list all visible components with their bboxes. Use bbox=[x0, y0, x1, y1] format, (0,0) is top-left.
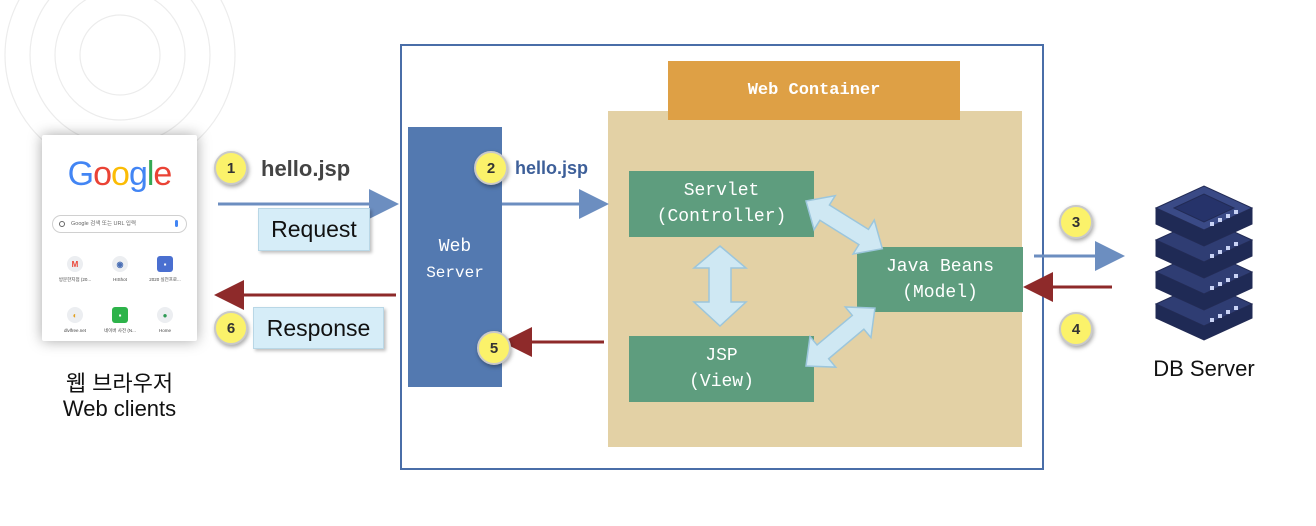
search-icon bbox=[59, 221, 65, 227]
browser-search-input[interactable]: Google 검색 또는 URL 입력 bbox=[52, 215, 187, 233]
db-server-icon bbox=[1154, 185, 1254, 341]
step-1-badge: 1 bbox=[214, 151, 248, 185]
step-4-badge: 4 bbox=[1059, 312, 1093, 346]
mic-icon bbox=[175, 220, 178, 227]
shortcut-tile[interactable]: ▪ 네이버 사전 (N... bbox=[100, 307, 140, 334]
response-label: Response bbox=[253, 307, 384, 349]
jsp-label: JSP bbox=[705, 346, 738, 366]
forward-file-label: hello.jsp bbox=[515, 158, 589, 178]
shortcut-tile[interactable]: ◐ dlvlfree.net bbox=[55, 307, 95, 333]
shortcut-tile[interactable]: ◉ HIShot bbox=[100, 256, 140, 282]
servlet-controller-box: Servlet (Controller) bbox=[629, 171, 814, 237]
servlet-jsp-double-arrow bbox=[691, 245, 749, 328]
client-label-en: Web clients bbox=[62, 396, 177, 421]
site-icon: ◐ bbox=[67, 307, 83, 323]
request-file-label: hello.jsp bbox=[261, 156, 351, 181]
naver-dictionary-icon: ▪ bbox=[112, 307, 128, 323]
controller-label: (Controller) bbox=[656, 207, 787, 227]
web-container-title: Web Container bbox=[668, 61, 960, 120]
jsp-view-box: JSP (View) bbox=[629, 336, 814, 402]
servlet-beans-double-arrow bbox=[805, 194, 884, 256]
jsp-beans-double-arrow bbox=[805, 306, 876, 368]
view-label: (View) bbox=[689, 372, 754, 392]
model-label: (Model) bbox=[902, 282, 978, 303]
search-placeholder: Google 검색 또는 URL 입력 bbox=[71, 221, 137, 227]
browser-window: Google Google 검색 또는 URL 입력 M 방문한지점 (20..… bbox=[42, 135, 197, 341]
web-server-label-2: Server bbox=[426, 264, 484, 282]
step-6-badge: 6 bbox=[214, 311, 248, 345]
google-logo: Google bbox=[67, 155, 173, 193]
gmail-icon: M bbox=[67, 256, 83, 272]
hishot-icon: ◉ bbox=[112, 256, 128, 272]
client-label-ko: 웹 브라우저 bbox=[65, 371, 174, 396]
site-icon: ▪ bbox=[157, 256, 173, 272]
java-beans-label: Java Beans bbox=[885, 256, 995, 277]
java-beans-model-box: Java Beans (Model) bbox=[857, 247, 1023, 312]
step-2-badge: 2 bbox=[474, 151, 508, 185]
shortcut-tile[interactable]: ▪ 2020 실전프로... bbox=[145, 256, 185, 283]
step-5-badge: 5 bbox=[477, 331, 511, 365]
web-server-label-1: Web bbox=[438, 237, 472, 257]
servlet-label: Servlet bbox=[683, 181, 760, 201]
request-label: Request bbox=[258, 208, 370, 251]
db-server-label: DB Server bbox=[1153, 356, 1255, 381]
shortcut-tile[interactable]: M 방문한지점 (20... bbox=[55, 256, 95, 283]
home-icon: ● bbox=[157, 307, 173, 323]
step-3-badge: 3 bbox=[1059, 205, 1093, 239]
shortcut-tile[interactable]: ● Home bbox=[145, 307, 185, 333]
